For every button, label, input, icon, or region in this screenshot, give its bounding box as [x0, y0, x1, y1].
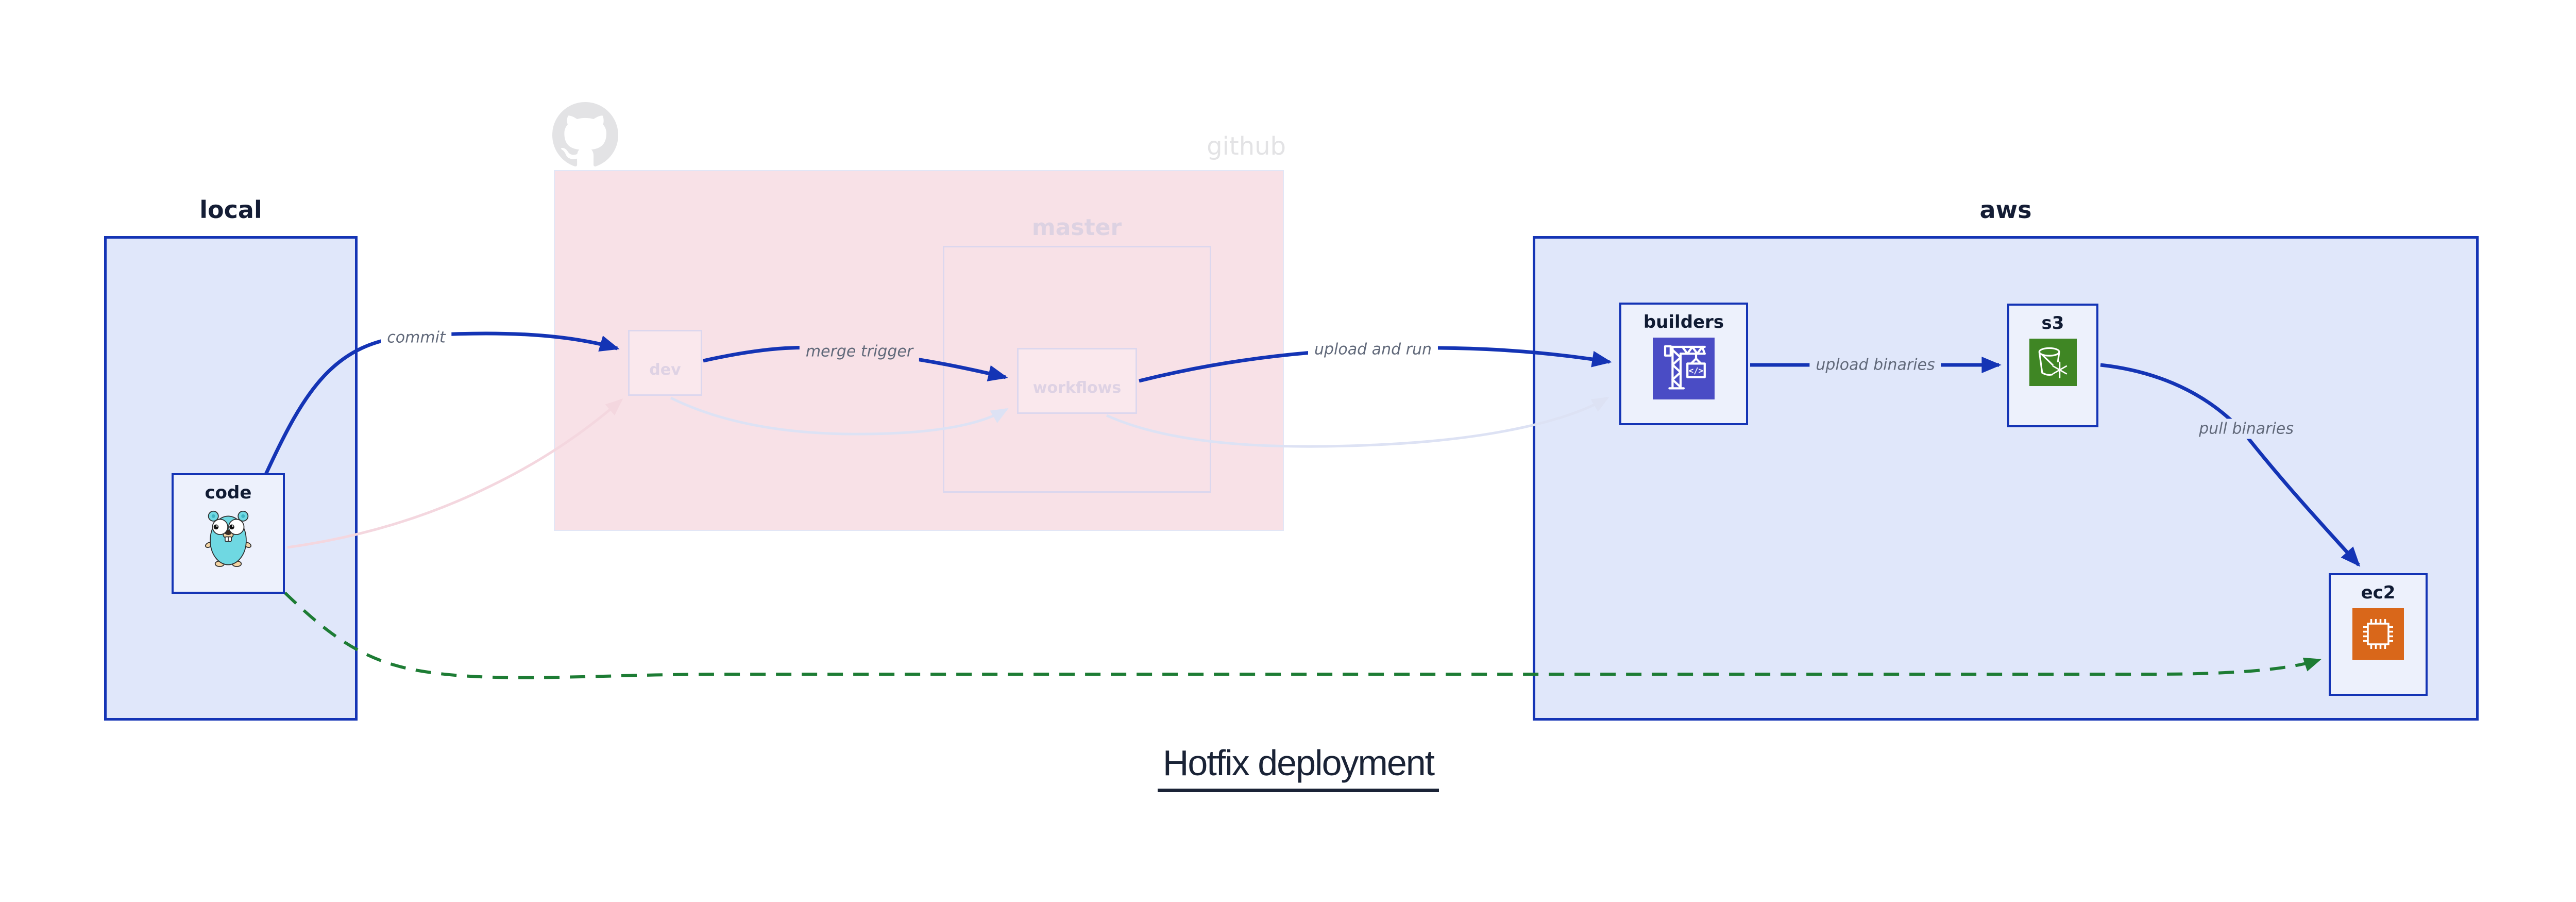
node-builders: builders </> — [1619, 303, 1748, 425]
node-workflows-label: workflows — [1032, 378, 1122, 397]
node-ec2: ec2 — [2329, 573, 2428, 696]
edge-label-upload-binaries: upload binaries — [1809, 355, 1941, 375]
edge-faded-code-dev — [287, 398, 623, 549]
aws-region-label: aws — [1979, 196, 2032, 224]
node-builders-label: builders — [1643, 312, 1724, 332]
edge-label-merge-trigger: merge trigger — [799, 341, 920, 362]
s3-glacier-bucket-icon — [2029, 339, 2077, 386]
edge-label-pull-binaries: pull binaries — [2193, 419, 2300, 439]
master-branch-label: master — [1031, 214, 1122, 241]
node-ec2-label: ec2 — [2361, 582, 2396, 603]
node-code-label: code — [205, 482, 252, 503]
github-region-label: github — [1207, 132, 1286, 161]
edge-label-commit: commit — [381, 327, 452, 348]
node-dev: dev — [628, 330, 702, 396]
node-s3: s3 — [2007, 304, 2098, 427]
master-branch-box — [943, 246, 1211, 493]
ec2-chip-icon — [2352, 608, 2404, 660]
github-octocat-icon — [552, 102, 618, 166]
local-region-label: local — [199, 196, 262, 224]
edge-commit — [264, 331, 620, 475]
diagram-title-text: Hotfix deployment — [1157, 742, 1439, 792]
node-dev-label: dev — [649, 360, 681, 379]
edge-pull-binaries — [2100, 363, 2361, 567]
node-code: code — [172, 473, 285, 594]
edge-faded-workflows-builders — [1106, 396, 1609, 448]
go-gopher-icon — [205, 510, 251, 567]
svg-text:</>: </> — [1689, 366, 1703, 376]
edge-label-upload-and-run: upload and run — [1308, 339, 1438, 360]
diagram-title: Hotfix deployment — [1041, 742, 1556, 792]
node-s3-label: s3 — [2041, 313, 2064, 333]
codebuild-crane-icon: </> — [1653, 338, 1715, 399]
edge-faded-dev-workflows — [670, 396, 1009, 436]
edge-hotfix-dashed — [283, 591, 2321, 679]
node-workflows: workflows — [1017, 348, 1137, 414]
